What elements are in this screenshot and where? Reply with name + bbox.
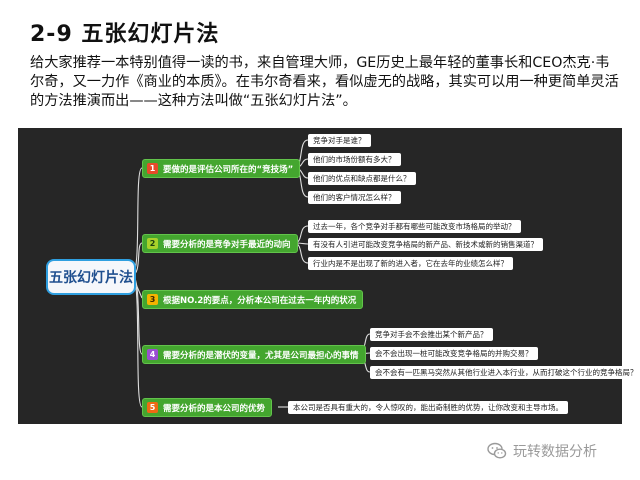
- watermark-text: 玩转数据分析: [513, 444, 597, 460]
- branch-4-leaf-2: 会不会出现一桩可能改变竞争格局的并购交易？: [370, 347, 538, 360]
- branch-label: 需要分析的是本公司的优势: [163, 403, 266, 414]
- branch-2-leaf-2: 有没有人引进可能改变竞争格局的新产品、新技术或新的销售渠道？: [308, 238, 543, 251]
- branch-2-leaf-3: 行业内是不是出现了新的进入者，它在去年的业绩怎么样？: [308, 257, 513, 270]
- branch-1: 1 要做的是评估公司所在的“竞技场”: [142, 159, 301, 178]
- mindmap-root: 五张幻灯片法: [46, 259, 136, 295]
- branch-5: 5 需要分析的是本公司的优势: [142, 398, 273, 417]
- number-badge: 3: [147, 294, 158, 305]
- wechat-icon: [487, 441, 507, 461]
- number-badge: 5: [147, 402, 158, 413]
- branch-1-leaf-2: 他们的市场份额有多大？: [308, 153, 401, 166]
- branch-label: 需要分析的是潜伏的变量，尤其是公司最担心的事情: [163, 350, 359, 361]
- branch-4-leaf-3: 会不会有一匹黑马突然从其他行业进入本行业，从而打破这个行业的竞争格局？: [370, 366, 640, 379]
- branch-2-leaf-1: 过去一年，各个竞争对手都有哪些可能改变市场格局的举动？: [308, 220, 521, 233]
- branch-label: 需要分析的是竞争对手最近的动向: [163, 239, 291, 250]
- branch-label: 根据NO.2的要点，分析本公司在过去一年内的状况: [163, 295, 357, 306]
- branch-1-leaf-3: 他们的优点和缺点都是什么？: [308, 172, 416, 185]
- number-badge: 4: [147, 349, 158, 360]
- number-badge: 2: [147, 238, 158, 249]
- branch-4-leaf-1: 竞争对手会不会推出某个新产品？: [370, 328, 493, 341]
- branch-5-leaf-1: 本公司是否具有重大的，令人惊叹的，能出奇制胜的优势，让你改变和主导市场。: [288, 401, 568, 414]
- intro-paragraph: 给大家推荐一本特别值得一读的书，来自管理大师，GE历史上最年轻的董事长和CEO杰…: [30, 55, 619, 109]
- branch-2: 2 需要分析的是竞争对手最近的动向: [142, 234, 298, 253]
- branch-4: 4 需要分析的是潜伏的变量，尤其是公司最担心的事情: [142, 345, 366, 364]
- mindmap-image: 五张幻灯片法 1 要做的是评估公司所在的“竞技场” 竞争对手是谁？ 他们的市场份…: [18, 128, 640, 424]
- page-title: 2-9 五张幻灯片法: [30, 22, 220, 47]
- watermark: 玩转数据分析: [487, 441, 597, 461]
- number-badge: 1: [147, 163, 158, 174]
- branch-label: 要做的是评估公司所在的“竞技场”: [163, 164, 294, 175]
- branch-3: 3 根据NO.2的要点，分析本公司在过去一年内的状况: [142, 290, 364, 309]
- branch-1-leaf-4: 他们的客户情况怎么样？: [308, 191, 401, 204]
- branch-1-leaf-1: 竞争对手是谁？: [308, 134, 371, 147]
